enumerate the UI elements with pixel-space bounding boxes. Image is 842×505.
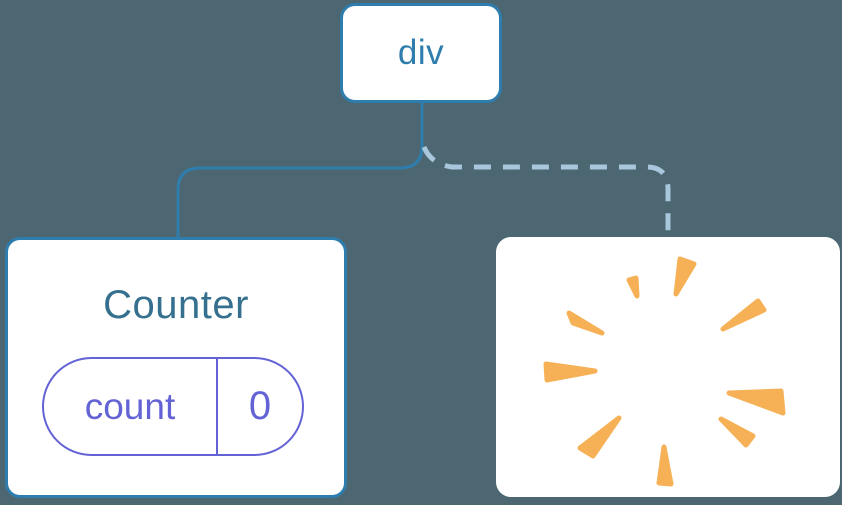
poof-ray [720, 298, 767, 332]
state-pill: count 0 [42, 357, 304, 456]
dashed-connector-line [421, 145, 671, 238]
poof-ray [726, 388, 786, 416]
poof-burst-icon [543, 256, 786, 487]
solid-connector-line [176, 103, 424, 238]
counter-title: Counter [103, 283, 249, 327]
poof-ray [673, 256, 697, 297]
root-node-label: div [397, 33, 445, 72]
counter-component-card: Counter count 0 [5, 237, 347, 498]
poof-ray [543, 361, 598, 383]
root-node-div: div [340, 3, 502, 103]
state-value: 0 [248, 384, 272, 428]
poof-ray [656, 444, 674, 487]
poof-ray [566, 310, 605, 336]
removed-component-card [496, 237, 840, 497]
state-key-label: count [44, 359, 218, 454]
poof-ray [577, 415, 622, 459]
poof-ray [718, 416, 756, 448]
poof-ray [626, 275, 640, 299]
